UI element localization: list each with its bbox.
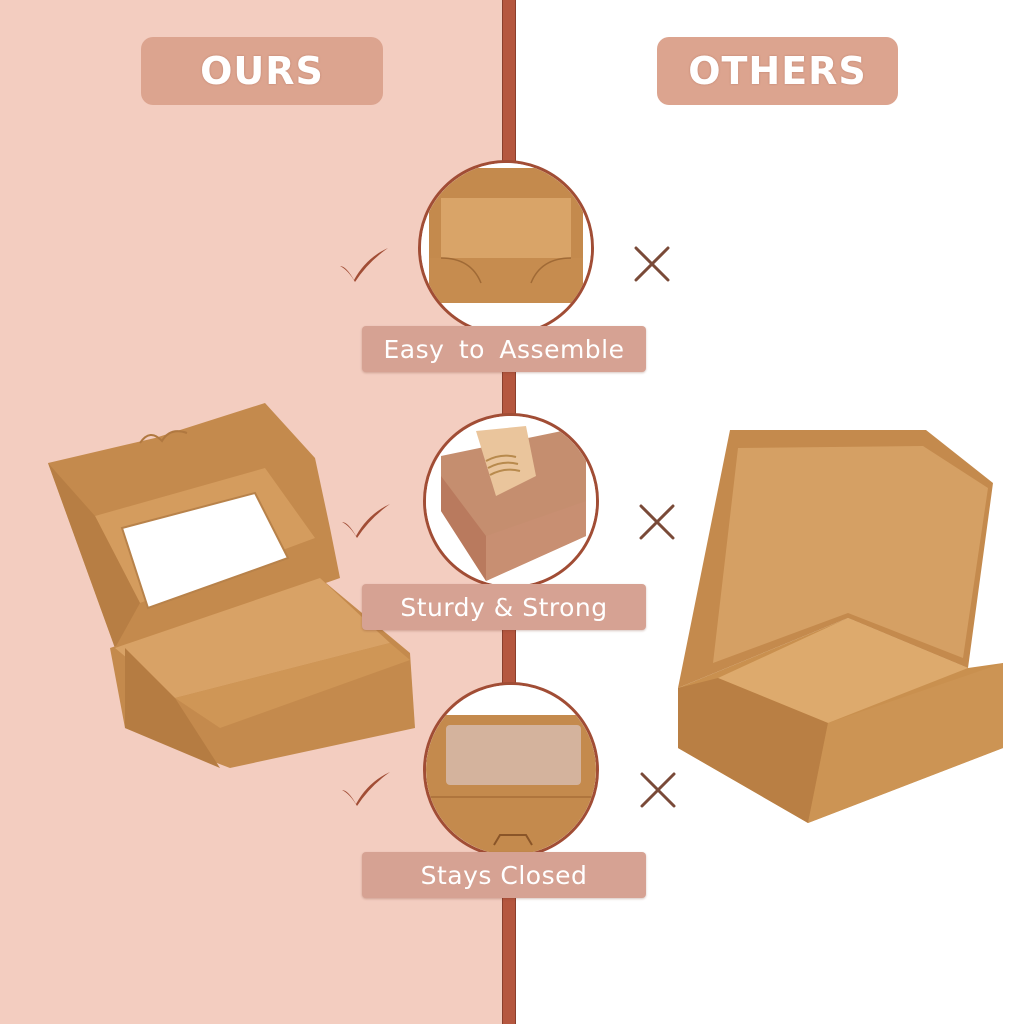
others-header: OTHERS — [657, 37, 898, 105]
check-icon — [340, 248, 388, 282]
check-icon — [342, 504, 390, 538]
others-product-image — [668, 418, 1008, 828]
cross-icon — [634, 246, 670, 282]
check-icon — [342, 772, 390, 806]
feature-label-easy-assemble: Easy to Assemble — [362, 326, 646, 372]
ours-product-image — [40, 398, 420, 768]
feature-image-easy-assemble — [418, 160, 594, 336]
feature-label-stays-closed: Stays Closed — [362, 852, 646, 898]
feature-image-sturdy-strong — [423, 413, 599, 589]
feature-image-stays-closed — [423, 682, 599, 858]
cross-icon — [640, 772, 676, 808]
ours-header: OURS — [141, 37, 383, 105]
feature-label-sturdy-strong: Sturdy & Strong — [362, 584, 646, 630]
cross-icon — [639, 504, 675, 540]
